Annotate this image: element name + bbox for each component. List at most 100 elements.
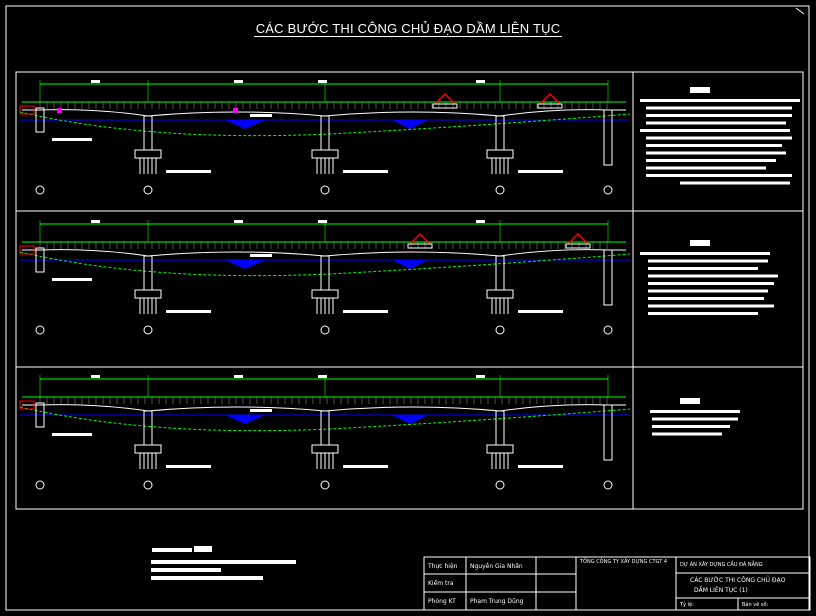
tb-label-3: Phòng KT [428,598,456,605]
pier-footing [486,149,514,159]
axis-bubble [35,185,45,195]
axis-bubble [603,480,613,490]
note-line [680,181,790,185]
water-label [250,114,272,117]
dimension-text [234,375,243,378]
tb-scale-label: Tỷ lệ: [680,602,694,608]
closure-marker [57,108,62,113]
note-line [646,159,776,162]
form-traveler [567,232,589,245]
form-traveler [539,92,561,105]
pier-footing [134,289,162,299]
axis-bubble [320,480,330,490]
dimension-text [318,375,327,378]
note-line [648,267,758,270]
title-block [423,556,811,611]
pier-footing [311,149,339,159]
pier-label [166,310,211,313]
pier-footing [134,149,162,159]
abutment-right [603,109,613,166]
closure-marker [233,108,238,113]
note-line [648,274,778,278]
note-line [640,99,800,102]
axis-bubble [35,325,45,335]
riverbed-channel [225,120,265,129]
note-line [646,144,782,147]
axis-bubble [495,185,505,195]
tb-drawing-title-2: DẦM LIÊN TỤC (1) [694,587,748,594]
end-detail [19,105,35,115]
outer-frame [5,5,810,611]
tb-sheet-label: Bản vẽ số: [742,602,769,608]
end-detail [19,400,35,410]
dimension-text [91,80,100,83]
axis-bubble [495,325,505,335]
pier-label [518,170,563,173]
note-line [648,282,774,285]
riverbed-channel [392,120,428,129]
ground-profile [19,111,631,137]
pier-label [343,465,388,468]
water-label [250,409,272,412]
abutment-label [52,433,92,436]
note-line [650,410,740,413]
riverbed-channel [225,415,265,424]
axis-bubble [35,480,45,490]
tb-company: TỔNG CÔNG TY XÂY DỰNG CTGT 4 [580,559,668,565]
abutment-left [35,402,45,428]
note-line [648,304,774,308]
axis-bubble [320,185,330,195]
dimension-text [91,375,100,378]
axis-bubble [143,325,153,335]
axis-bubble [143,480,153,490]
abutment-left [35,107,45,133]
stages-frame [15,71,804,510]
dimension-text [234,80,243,83]
stage-notes [640,87,800,436]
note-line [652,432,722,436]
axis-bubble [603,185,613,195]
pier-label [518,310,563,313]
dimension-text [318,220,327,223]
stage-1-elevation [19,80,631,195]
traveler-platform [565,243,591,249]
girder-soffit [22,109,626,117]
note-heading [690,240,710,246]
traveler-platform [407,243,433,249]
end-detail [19,245,35,255]
riverbed-channel [392,415,428,424]
pier-label [166,170,211,173]
dimension-text [234,220,243,223]
water-label [250,254,272,257]
note-line [640,252,770,255]
note-line [652,417,738,421]
pier-footing [486,444,514,454]
riverbed-channel [392,260,428,269]
pier-column [495,410,505,446]
dimension-text [318,80,327,83]
stage-3-elevation [19,375,631,490]
tb-label-1: Thực hiện [428,563,458,570]
tb-project: DỰ ÁN XÂY DỰNG CẦU ĐÀ NẴNG [680,562,763,568]
note-line [646,136,792,140]
abutment-right [603,249,613,306]
pier-column [320,410,330,446]
axis-bubble [603,325,613,335]
note-heading [680,398,700,404]
axis-bubble [495,480,505,490]
note-heading [690,87,710,93]
pier-column [143,255,153,291]
ground-profile [19,251,631,277]
pier-label [166,465,211,468]
note-line [646,114,792,117]
note-line [648,297,764,300]
pier-label [343,310,388,313]
pier-column [320,115,330,151]
abutment-label [52,138,92,141]
form-traveler [409,232,431,245]
pier-column [320,255,330,291]
legend-block [151,546,296,580]
note-line [646,151,786,155]
tb-name-3: Phạm Trung Dũng [470,598,524,605]
